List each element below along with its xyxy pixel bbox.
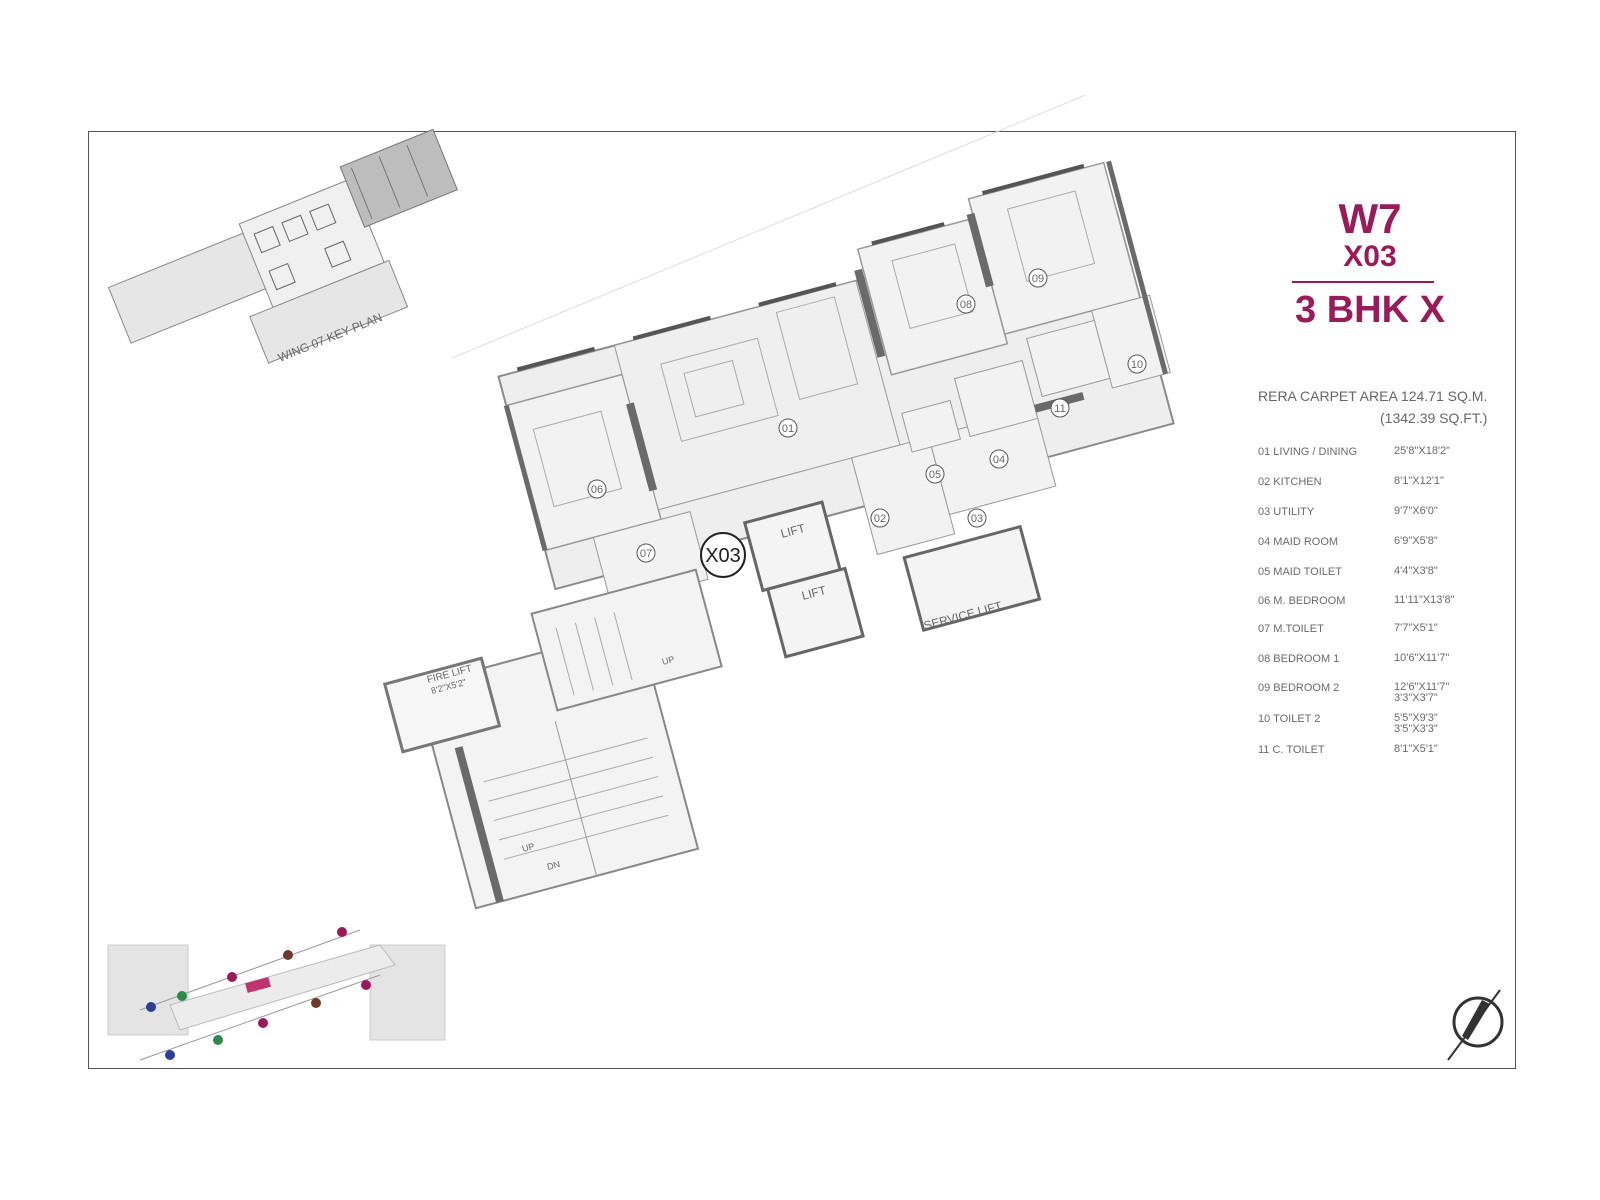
key-plan-right-wing (339, 128, 458, 228)
room-name: 06 M. BEDROOM (1258, 595, 1346, 607)
room-name: 08 BEDROOM 1 (1258, 653, 1340, 665)
room-tag-02: 02 (874, 513, 886, 525)
room-tag-10: 10 (1131, 359, 1143, 371)
room-name: 04 MAID ROOM (1258, 536, 1339, 548)
lift-1-label: LIFT (779, 521, 807, 541)
north-arrow-icon (1447, 989, 1504, 1061)
room-dimension: 10'6"X11'7" (1394, 652, 1450, 664)
room-tag-11: 11 (1054, 403, 1065, 415)
unit-type-title: 3 BHK X (1295, 289, 1445, 331)
room-dimension: 8'1"X5'1" (1394, 743, 1438, 755)
room-tag-09: 09 (1032, 273, 1044, 285)
room-tag-03: 03 (971, 513, 983, 525)
room-tag-07: 07 (640, 548, 652, 560)
key-plan-lower-wing (249, 259, 409, 364)
room-tags: 01 02 03 04 05 06 07 08 09 10 11 (587, 268, 1147, 563)
room-tag-08: 08 (960, 299, 972, 311)
room-maid-room (953, 359, 1039, 438)
room-name: 02 KITCHEN (1258, 476, 1322, 488)
room-dimension: 8'1"X12'1" (1394, 475, 1444, 487)
stair-up-1: UP (661, 654, 676, 667)
key-plan-left-wing (107, 230, 271, 344)
room-name: 01 LIVING / DINING (1258, 446, 1358, 458)
room-dimension: 7'7"X5'1" (1394, 622, 1438, 634)
room-dimension: 6'9"X5'8" (1394, 535, 1438, 547)
site-plan-highlight-unit (245, 977, 271, 993)
room-dimension: 4'4"X3'8" (1394, 565, 1438, 577)
service-lift (902, 524, 1042, 633)
room-common-toilet (1026, 319, 1111, 398)
stair-dn: DN (546, 859, 561, 872)
staircase (382, 568, 723, 910)
room-tag-05: 05 (929, 469, 941, 481)
carpet-area-sqft: (1342.39 SQ.FT.) (1380, 410, 1488, 426)
room-name: 09 BEDROOM 2 (1258, 682, 1340, 694)
room-name: 07 M.TOILET (1258, 623, 1324, 635)
room-maid-toilet (901, 399, 962, 453)
unit-title: X03 (1343, 240, 1397, 273)
room-dimension: 12'6"X11'7" (1394, 681, 1450, 693)
room-name: 05 MAID TOILET (1258, 566, 1342, 578)
room-name: 11 C. TOILET (1258, 744, 1325, 756)
room-tag-06: 06 (591, 484, 603, 496)
room-dimension: 5'5"X9'3" (1394, 712, 1438, 724)
site-plan-podium (169, 944, 396, 1031)
room-dimension: 11'11"X13'8" (1394, 594, 1455, 606)
key-plan (107, 128, 458, 364)
unit-plan (451, 94, 1175, 659)
room-dimension: 25'8"X18'2" (1394, 445, 1451, 457)
wing-title: W7 (1338, 195, 1402, 242)
room-name: 10 TOILET 2 (1258, 713, 1321, 725)
site-plan (107, 927, 446, 1061)
room-tag-01: 01 (782, 423, 794, 435)
lift-2-label: LIFT (800, 583, 828, 603)
carpet-area-label: RERA CARPET AREA 124.71 SQ.M. (1258, 388, 1488, 404)
unit-tag: X03 (705, 545, 741, 567)
room-dimension-secondary: 3'3"X3'7" (1394, 692, 1438, 704)
room-name: 03 UTILITY (1258, 506, 1315, 518)
room-dimension: 9'7"X6'0" (1394, 505, 1438, 517)
stair-up-2: UP (521, 841, 536, 854)
site-plan-left-block (107, 944, 189, 1036)
lift-2 (765, 566, 865, 659)
title-divider (1292, 281, 1434, 283)
room-tag-04: 04 (993, 454, 1005, 466)
fire-lift (382, 656, 502, 754)
room-dimension-secondary: 3'5"X3'3" (1394, 723, 1438, 735)
